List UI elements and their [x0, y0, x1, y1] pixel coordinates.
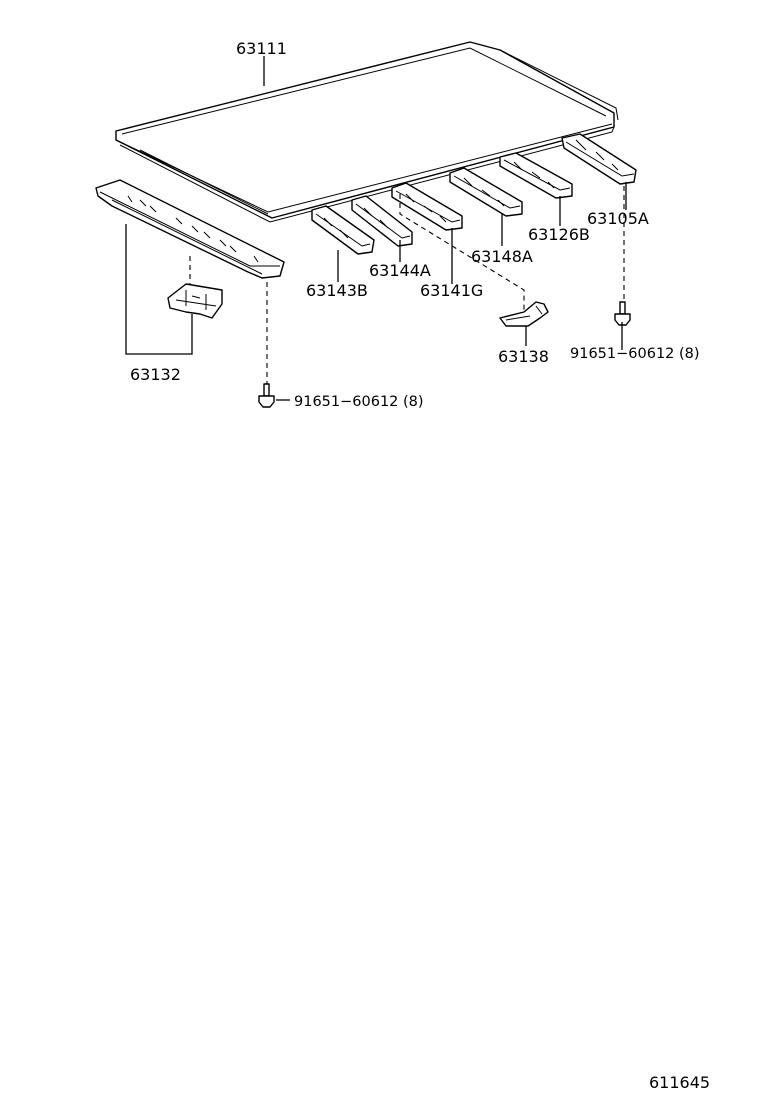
bolt-right: [614, 301, 631, 326]
roof-bow-63141g: [391, 182, 463, 231]
front-header-panel: [95, 179, 285, 279]
front-header-bracket: [167, 283, 223, 319]
label-63138: 63138: [498, 347, 549, 366]
label-63126b: 63126B: [528, 225, 590, 244]
label-63141g: 63141G: [420, 281, 483, 300]
roof-bow-63105a: [561, 133, 637, 185]
leader-lines: [125, 56, 627, 401]
drawing-number: 611645: [649, 1073, 710, 1092]
label-63111: 63111: [236, 39, 287, 58]
roof-bow-63143b: [311, 205, 375, 255]
bolt-left: [258, 383, 275, 408]
roof-bow-63126b: [499, 152, 573, 199]
bracket-63138: [499, 301, 549, 327]
roof-bow-63148a: [449, 167, 523, 217]
label-63148a: 63148A: [471, 247, 533, 266]
label-63105a: 63105A: [587, 209, 649, 228]
label-63144a: 63144A: [369, 261, 431, 280]
roof-panel: [115, 41, 619, 223]
label-63132: 63132: [130, 365, 181, 384]
label-bolt-right: 91651−60612 (8): [570, 346, 700, 362]
label-bolt-left: 91651−60612 (8): [294, 394, 424, 410]
label-63143b: 63143B: [306, 281, 368, 300]
alignment-lines: [189, 186, 625, 384]
roof-bow-63144a: [351, 195, 413, 247]
